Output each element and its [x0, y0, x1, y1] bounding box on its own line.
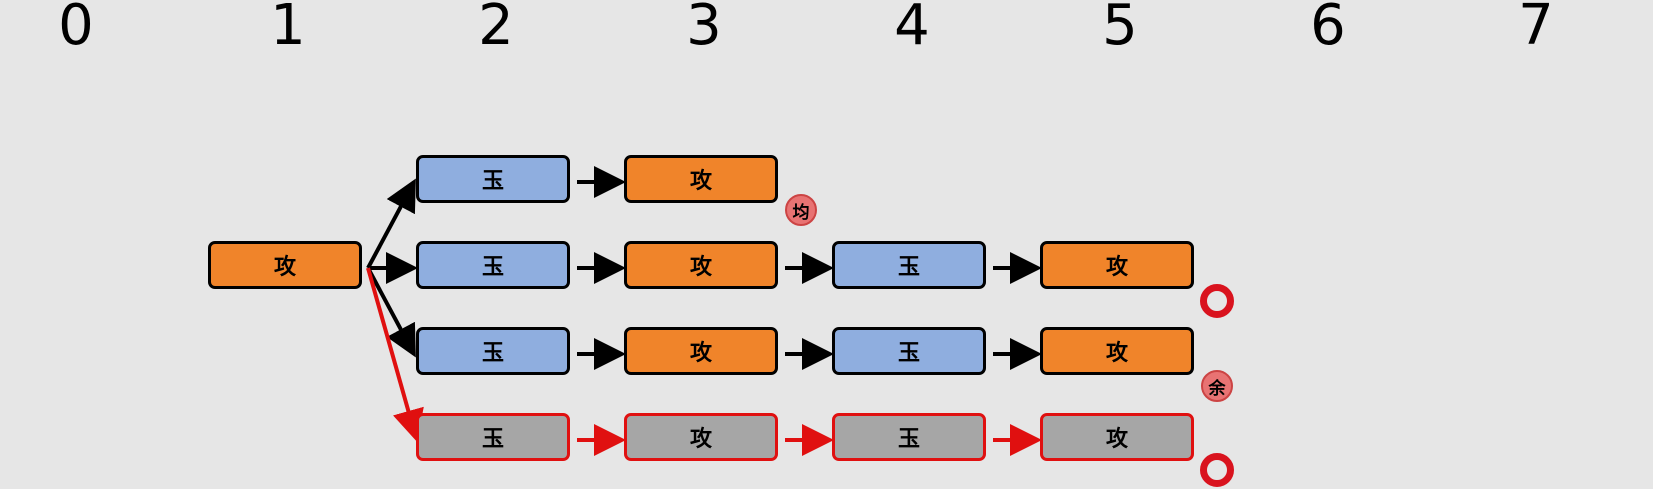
axis-label-0: 0: [58, 0, 94, 58]
success-ring-icon: [1200, 453, 1234, 487]
node-r3-c4-king: 玉: [832, 327, 986, 375]
node-r3-c5-attack: 攻: [1040, 327, 1194, 375]
axis-label-6: 6: [1310, 0, 1346, 58]
node-r2-c5-attack: 攻: [1040, 241, 1194, 289]
node-r1-c3-attack: 攻: [624, 155, 778, 203]
node-r4-c2-king: 玉: [416, 413, 570, 461]
node-r4-c3-attack: 攻: [624, 413, 778, 461]
node-r4-c5-attack: 攻: [1040, 413, 1194, 461]
edge-root-r4: [366, 267, 424, 442]
axis-label-2: 2: [478, 0, 514, 58]
node-r4-c4-king: 玉: [832, 413, 986, 461]
axis-label-4: 4: [894, 0, 930, 58]
node-r2-c4-king: 玉: [832, 241, 986, 289]
axis-label-5: 5: [1102, 0, 1138, 58]
node-r3-c3-attack: 攻: [624, 327, 778, 375]
axis-label-7: 7: [1518, 0, 1554, 58]
edge-root-r3: [366, 267, 416, 358]
node-r1-c2-king: 玉: [416, 155, 570, 203]
success-ring-icon: [1200, 284, 1234, 318]
edge-root-r1: [366, 178, 416, 269]
margin-badge: 余: [1201, 370, 1233, 402]
node-r2-c2-king: 玉: [416, 241, 570, 289]
axis-label-1: 1: [270, 0, 306, 58]
node-root-attack: 攻: [208, 241, 362, 289]
node-r3-c2-king: 玉: [416, 327, 570, 375]
node-r2-c3-attack: 攻: [624, 241, 778, 289]
axis-label-3: 3: [686, 0, 722, 58]
draw-badge: 均: [785, 194, 817, 226]
